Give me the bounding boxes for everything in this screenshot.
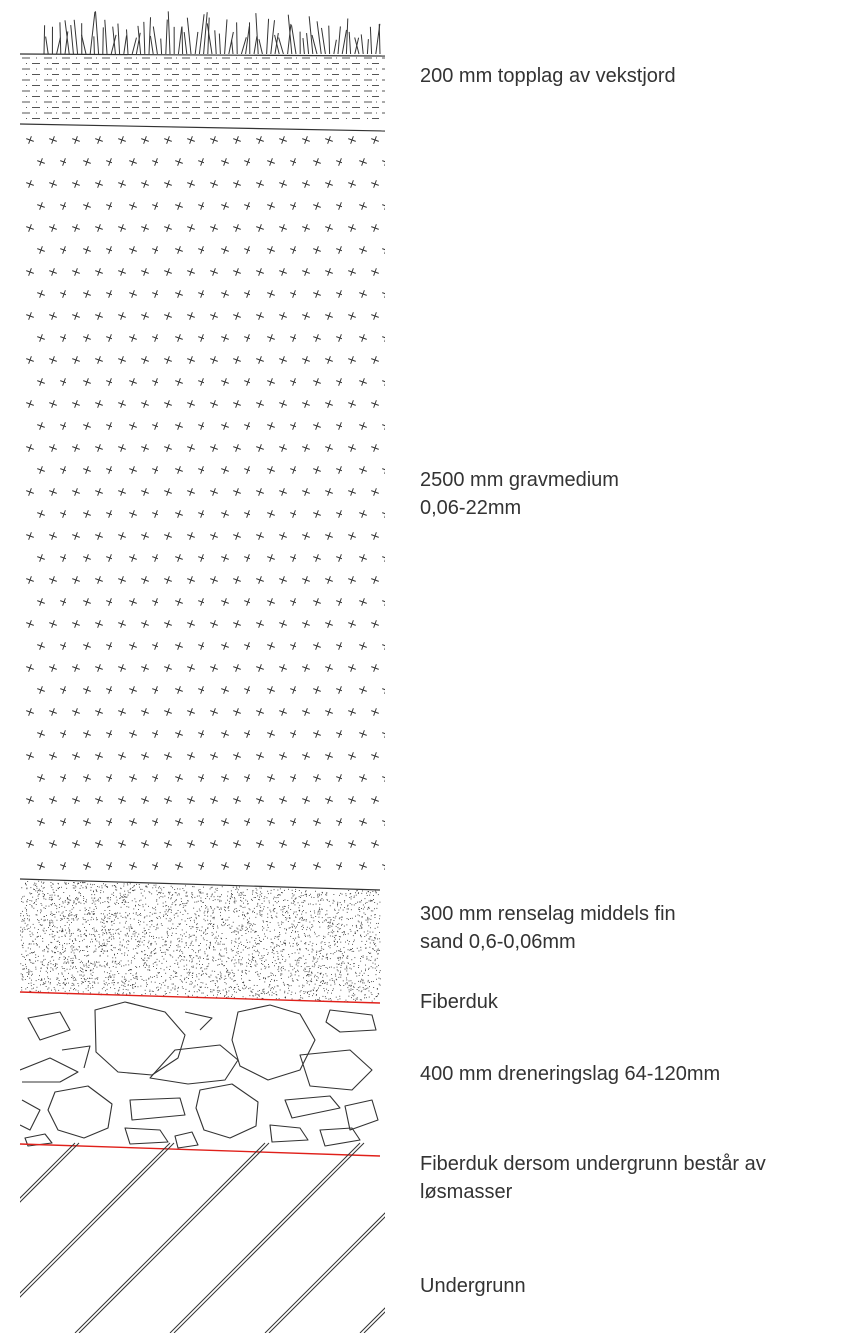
- label-sand: 300 mm renselag middels fin sand 0,6-0,0…: [420, 903, 676, 953]
- label-fiberduk-conditional: Fiberduk dersom undergrunn består av løs…: [420, 1153, 766, 1203]
- label-drainage: 400 mm dreneringslag 64-120mm: [420, 1063, 721, 1085]
- label-topsoil: 200 mm topplag av vekstjord: [420, 65, 676, 87]
- label-subsoil: Undergrunn: [420, 1275, 526, 1297]
- sand-layer: [20, 880, 381, 1003]
- fiberduk-line-lower: [19, 1143, 381, 1157]
- label-fiberduk: Fiberduk: [420, 991, 498, 1013]
- label-gravel: 2500 mm gravmedium 0,06-22mm: [420, 469, 619, 519]
- fiberduk-line-upper: [19, 991, 381, 1004]
- subsoil-layer: [20, 1142, 385, 1333]
- gravel-layer: [19, 132, 385, 891]
- topsoil-layer: [19, 11, 386, 132]
- drainage-layer: [20, 1001, 379, 1149]
